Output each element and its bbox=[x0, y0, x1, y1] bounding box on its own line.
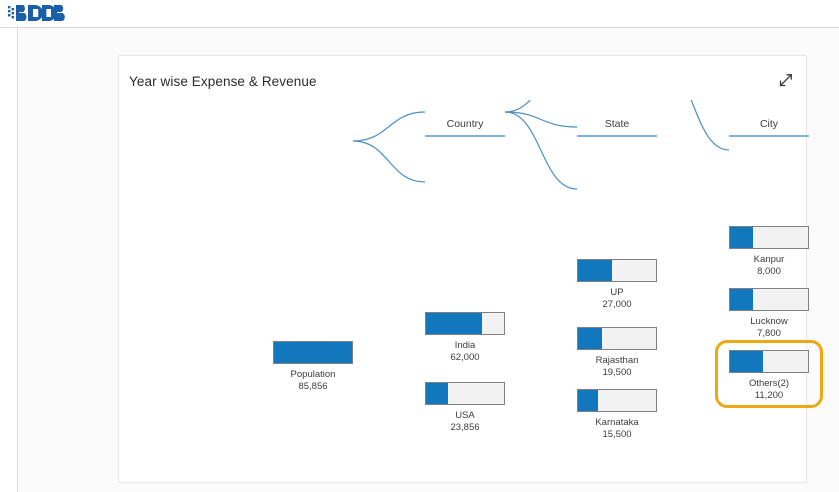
workspace: Year wise Expense & Revenue bbox=[19, 29, 839, 492]
tree-node-lucknow-bar[interactable] bbox=[729, 288, 809, 311]
tree-node-others-value: 11,200 bbox=[754, 390, 784, 401]
tree-node-usa-value: 23,856 bbox=[450, 422, 480, 433]
column-header-city: City bbox=[729, 118, 809, 137]
tree-node-others-bar[interactable] bbox=[729, 350, 809, 373]
tree-node-rajasthan-bar[interactable] bbox=[577, 327, 657, 350]
tree-node-india[interactable]: India 62,000 bbox=[425, 312, 505, 364]
chart-card: Year wise Expense & Revenue bbox=[118, 55, 823, 484]
tree-node-usa-fill bbox=[426, 383, 448, 404]
navigation-rail[interactable] bbox=[0, 28, 18, 492]
tree-chart: Country State City Populat bbox=[119, 100, 823, 484]
tree-node-karnataka-fill bbox=[578, 390, 598, 411]
tree-node-others[interactable]: Others(2) 11,200 bbox=[729, 350, 809, 402]
column-header-state-rule bbox=[577, 135, 657, 137]
card-title: Year wise Expense & Revenue bbox=[129, 74, 317, 89]
tree-node-usa-label: USA bbox=[455, 410, 475, 421]
column-header-city-rule bbox=[729, 135, 809, 137]
tree-node-usa-bar[interactable] bbox=[425, 382, 505, 405]
tree-node-up-fill bbox=[578, 260, 613, 281]
column-header-state-label: State bbox=[604, 118, 630, 130]
column-header-city-label: City bbox=[759, 118, 779, 130]
tree-node-population[interactable]: Population 85,856 bbox=[273, 341, 353, 393]
tree-node-up-label: UP bbox=[610, 287, 624, 298]
tree-node-population-bar[interactable] bbox=[273, 341, 353, 364]
tree-node-others-label: Others(2) bbox=[748, 378, 790, 389]
tree-node-kanpur-value: 8,000 bbox=[757, 266, 781, 277]
tree-node-rajasthan-fill bbox=[578, 328, 603, 349]
tree-node-others-fill bbox=[730, 351, 763, 372]
tree-node-kanpur-fill bbox=[730, 227, 754, 248]
tree-node-population-label: Population bbox=[290, 369, 336, 380]
top-bar bbox=[0, 0, 839, 28]
column-header-country-rule bbox=[425, 135, 505, 137]
tree-node-lucknow-label: Lucknow bbox=[750, 316, 788, 327]
tree-node-kanpur-label: Kanpur bbox=[753, 254, 785, 265]
bdb-logo[interactable] bbox=[8, 2, 68, 24]
expand-diagonal-icon[interactable] bbox=[776, 70, 796, 90]
tree-node-usa[interactable]: USA 23,856 bbox=[425, 382, 505, 434]
tree-node-population-fill bbox=[274, 342, 352, 363]
tree-node-rajasthan-value: 19,500 bbox=[602, 367, 632, 378]
tree-node-lucknow[interactable]: Lucknow 7,800 bbox=[729, 288, 809, 340]
column-header-country: Country bbox=[425, 118, 505, 137]
tree-node-india-bar[interactable] bbox=[425, 312, 505, 335]
tree-node-population-value: 85,856 bbox=[298, 381, 328, 392]
tree-node-up[interactable]: UP 27,000 bbox=[577, 259, 657, 311]
tree-node-karnataka[interactable]: Karnataka 15,500 bbox=[577, 389, 657, 441]
tree-node-india-label: India bbox=[454, 340, 476, 351]
tree-node-karnataka-label: Karnataka bbox=[595, 417, 639, 428]
tree-node-india-value: 62,000 bbox=[450, 352, 480, 363]
tree-node-up-bar[interactable] bbox=[577, 259, 657, 282]
tree-node-rajasthan-label: Rajasthan bbox=[595, 355, 639, 366]
tree-node-karnataka-value: 15,500 bbox=[602, 429, 632, 440]
column-header-state: State bbox=[577, 118, 657, 137]
tree-node-lucknow-fill bbox=[730, 289, 753, 310]
tree-node-up-value: 27,000 bbox=[602, 299, 632, 310]
tree-node-kanpur[interactable]: Kanpur 8,000 bbox=[729, 226, 809, 278]
tree-node-karnataka-bar[interactable] bbox=[577, 389, 657, 412]
tree-node-lucknow-value: 7,800 bbox=[757, 328, 781, 339]
tree-node-india-fill bbox=[426, 313, 483, 334]
column-header-country-label: Country bbox=[446, 118, 484, 130]
tree-node-rajasthan[interactable]: Rajasthan 19,500 bbox=[577, 327, 657, 379]
tree-node-kanpur-bar[interactable] bbox=[729, 226, 809, 249]
